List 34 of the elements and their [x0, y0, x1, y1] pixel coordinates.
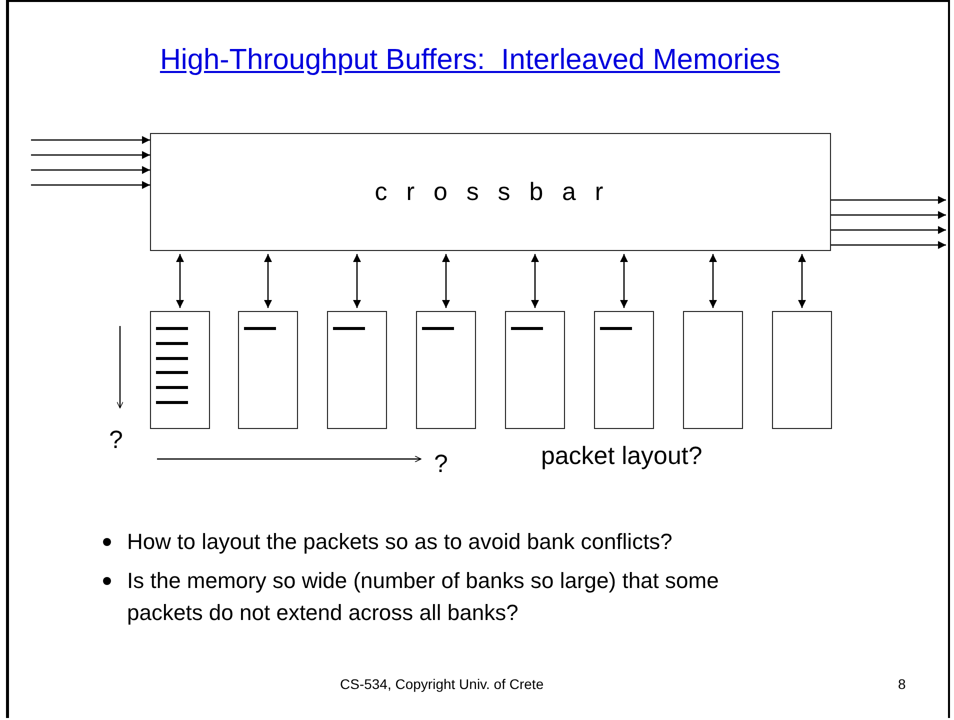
- arrow: [31, 136, 150, 144]
- arrow: [831, 241, 946, 249]
- arrow: [353, 254, 361, 308]
- slide-title: High-Throughput Buffers: Interleaved Memories: [158, 44, 782, 77]
- bullet-text: How to layout the packets so as to avoid bank conflicts?: [127, 528, 674, 556]
- memory-bank: [505, 311, 565, 429]
- arrow: [31, 181, 150, 189]
- arrow: [31, 151, 150, 159]
- crossbar-label: c r o s s b a r: [374, 178, 606, 206]
- arrow: [442, 254, 450, 308]
- text-label: ?: [434, 449, 448, 480]
- text-label: packet layout?: [541, 441, 702, 472]
- memory-bank: [416, 311, 476, 429]
- memory-bank: [238, 311, 298, 429]
- memory-bank: [327, 311, 387, 429]
- arrow: [798, 254, 806, 308]
- bullet-text: Is the memory so wide (number of banks so large) that some packets do not extend across all banks?: [127, 567, 720, 627]
- arrow: [264, 254, 272, 308]
- arrow: [531, 254, 539, 308]
- arrow: [176, 254, 184, 308]
- memory-bank: [683, 311, 743, 429]
- arrow: [709, 254, 717, 308]
- memory-bank: [772, 311, 832, 429]
- memory-bank: [594, 311, 654, 429]
- text-label: 8: [898, 675, 906, 694]
- text-label: CS-534, Copyright Univ. of Crete: [340, 675, 544, 694]
- crossbar-box: [150, 133, 831, 251]
- arrow: [831, 226, 946, 234]
- text-label: ?: [109, 425, 123, 456]
- arrow: [831, 211, 946, 219]
- memory-bank: [150, 311, 210, 429]
- arrow: [831, 196, 946, 204]
- arrow: [31, 166, 150, 174]
- arrow: [620, 254, 628, 308]
